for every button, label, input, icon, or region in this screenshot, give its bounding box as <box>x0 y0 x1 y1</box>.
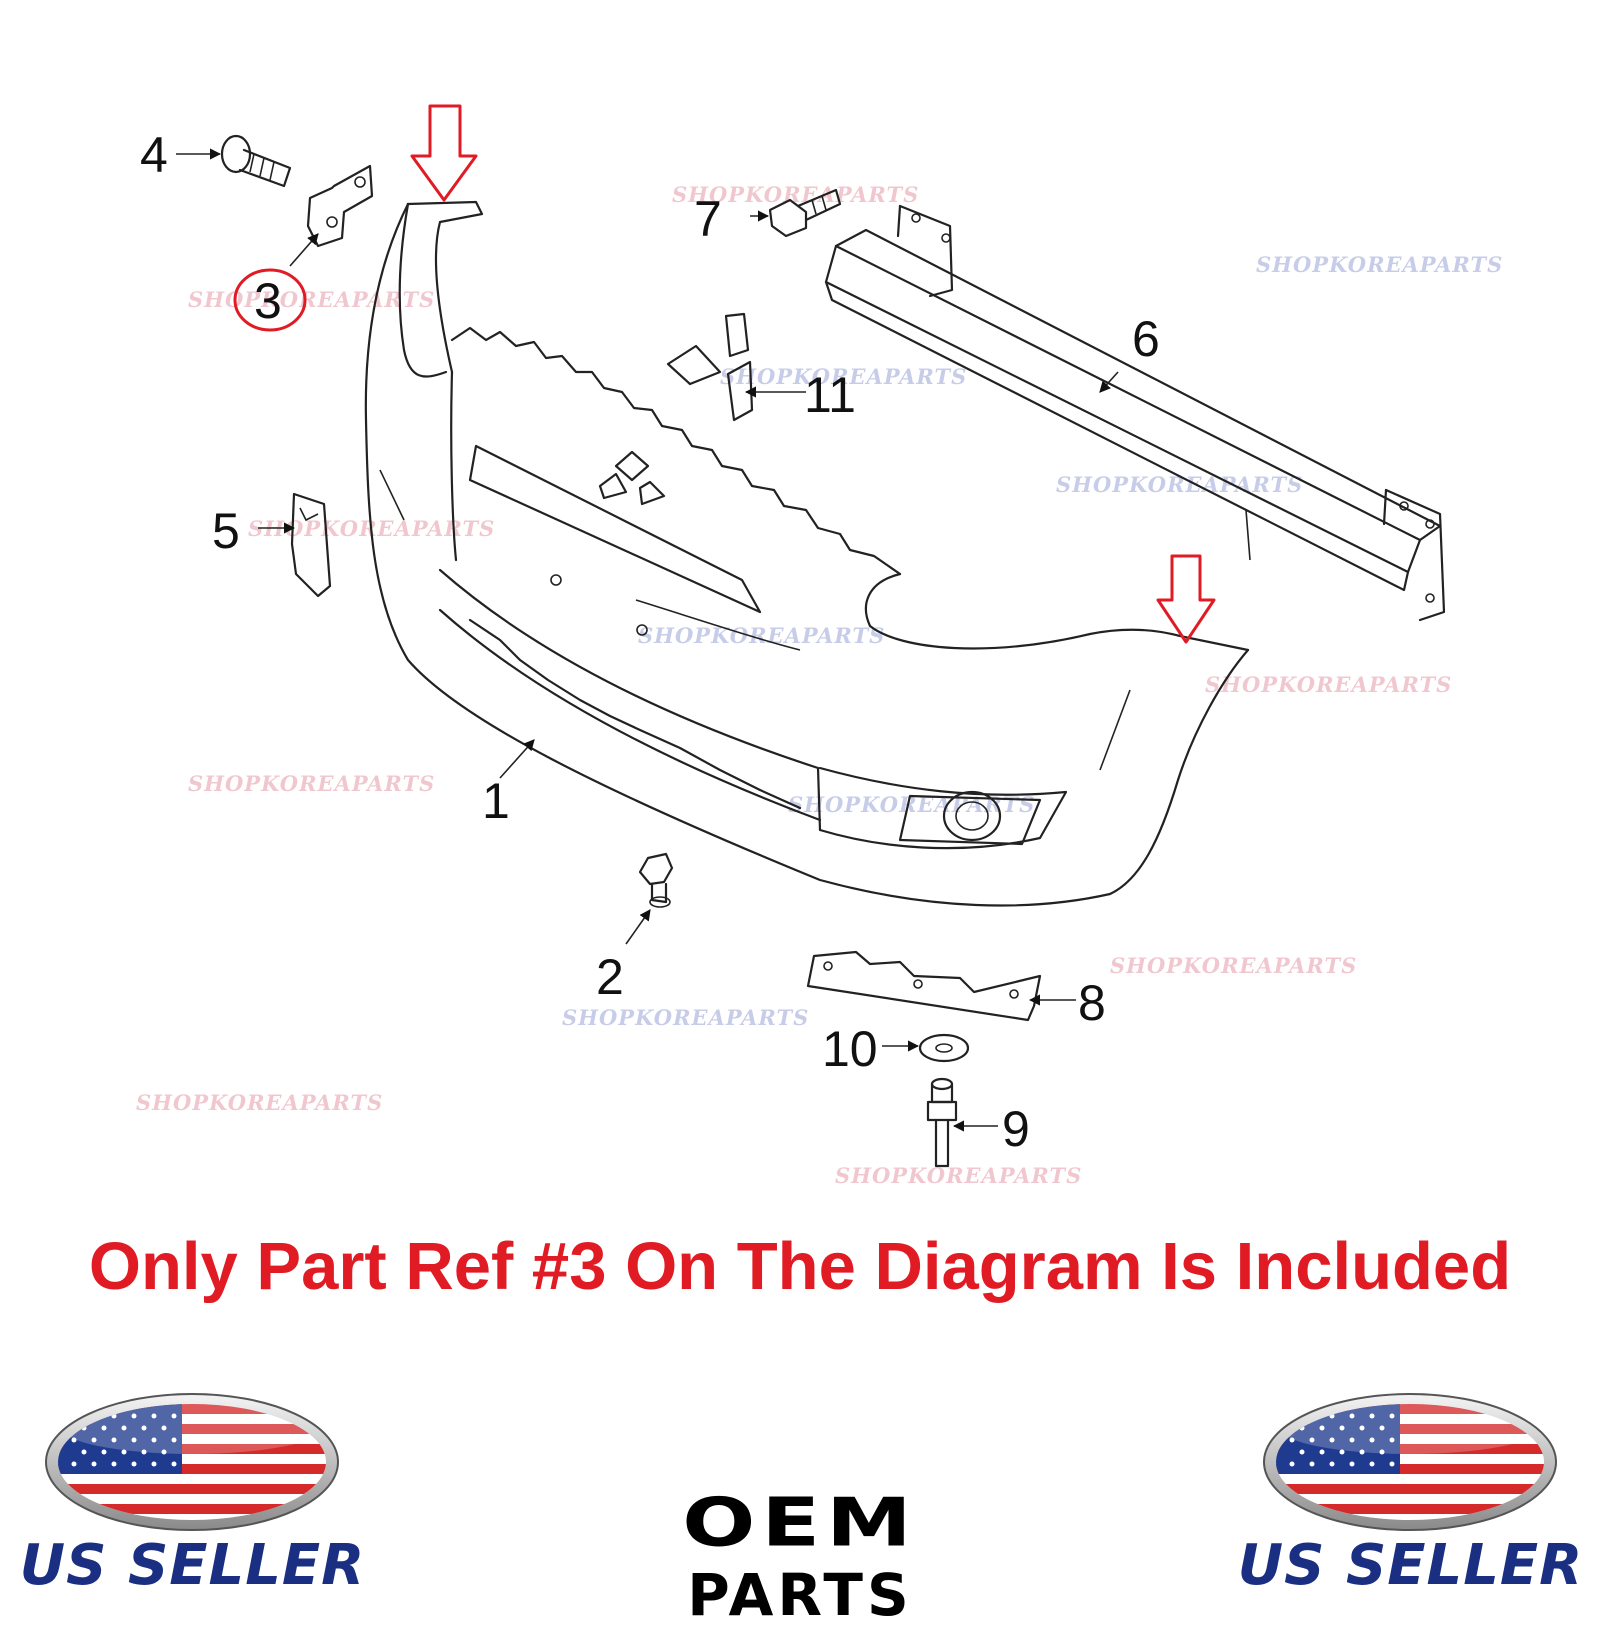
part-3-bracket <box>306 164 374 248</box>
callout-9: 9 <box>1002 1101 1030 1157</box>
part-1-bumper-cover <box>364 200 1250 907</box>
callout-10: 10 <box>822 1021 878 1077</box>
callout-8: 8 <box>1078 975 1106 1031</box>
part-10-washer <box>918 1033 970 1063</box>
us-flag-icon <box>45 1393 339 1531</box>
watermark: SHOPKOREAPARTS <box>188 771 435 796</box>
callout-7: 7 <box>694 191 722 247</box>
part-11-emblem <box>666 312 754 422</box>
watermark: SHOPKOREAPARTS <box>835 1163 1082 1188</box>
leader-line <box>499 739 535 779</box>
leader-line <box>625 909 651 945</box>
callout-2: 2 <box>596 949 624 1005</box>
oem-parts-logo: OEM PARTS <box>640 1480 960 1624</box>
part-5-clip-plate <box>290 492 332 598</box>
part-8-lower-bracket <box>806 950 1042 1022</box>
watermark: SHOPKOREAPARTS <box>1205 672 1452 697</box>
leader-line <box>1099 371 1119 393</box>
callout-11: 11 <box>804 367 856 423</box>
highlight-circle-part-3 <box>233 268 307 332</box>
leader-lines <box>176 148 1119 1132</box>
us-seller-badge-left: US SELLER <box>10 1392 375 1598</box>
included-part-notice: Only Part Ref #3 On The Diagram Is Inclu… <box>88 1229 1512 1304</box>
callout-3: 3 <box>254 273 282 329</box>
highlights <box>233 104 1216 644</box>
part-6-reinforcement-beam <box>824 204 1446 622</box>
leader-line <box>289 233 319 267</box>
oem-logo-text: OEM <box>682 1484 918 1562</box>
callout-1: 1 <box>482 773 510 829</box>
part-9-rivet <box>926 1077 958 1168</box>
part-2-push-clip <box>638 852 674 908</box>
watermarks: SHOPKOREAPARTS SHOPKOREAPARTS SHOPKOREAP… <box>136 182 1503 1188</box>
callout-4: 4 <box>140 127 168 183</box>
watermark: SHOPKOREAPARTS <box>720 364 967 389</box>
callout-6: 6 <box>1132 311 1160 367</box>
us-seller-label: US SELLER <box>1237 1533 1584 1598</box>
us-seller-badge-right: US SELLER <box>1228 1392 1593 1598</box>
watermark: SHOPKOREAPARTS <box>188 287 435 312</box>
parts-logo-text: PARTS <box>687 1561 913 1629</box>
part-7-bolt <box>768 188 842 238</box>
down-arrow-icon <box>410 104 478 202</box>
part-4-bolt <box>220 134 292 188</box>
callout-numbers: 4 3 7 6 11 5 1 2 8 10 9 <box>140 127 1160 1157</box>
watermark: SHOPKOREAPARTS <box>1110 953 1357 978</box>
watermark: SHOPKOREAPARTS <box>136 1090 383 1115</box>
watermark: SHOPKOREAPARTS <box>1256 252 1503 277</box>
us-flag-icon <box>1263 1393 1557 1531</box>
watermark: SHOPKOREAPARTS <box>562 1005 809 1030</box>
down-arrow-icon <box>1156 554 1216 644</box>
callout-5: 5 <box>212 503 240 559</box>
watermark: SHOPKOREAPARTS <box>638 623 885 648</box>
us-seller-label: US SELLER <box>19 1533 366 1598</box>
